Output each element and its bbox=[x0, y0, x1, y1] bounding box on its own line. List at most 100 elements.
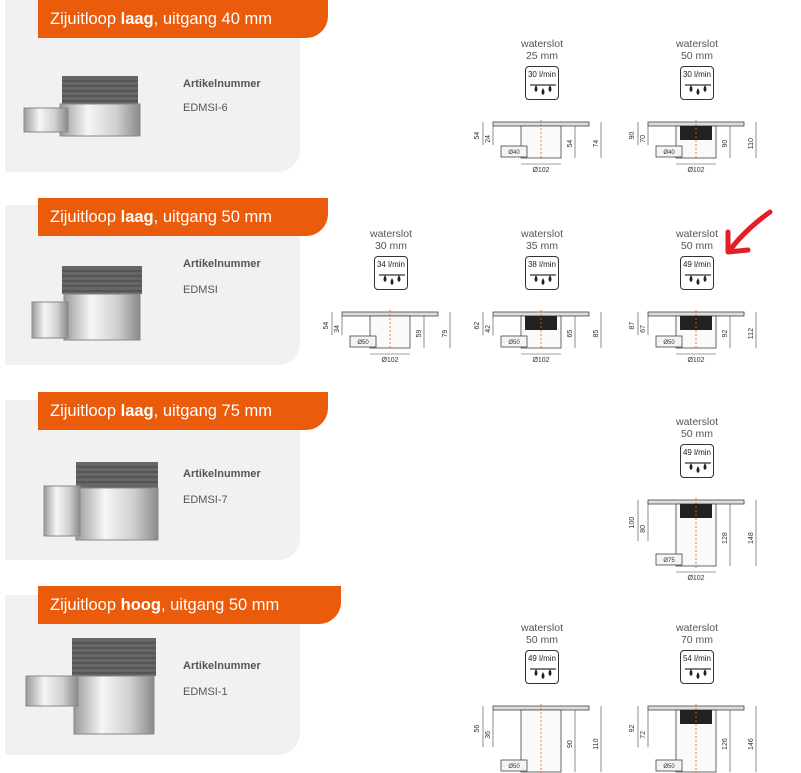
flow-rate: 49 l/min bbox=[527, 654, 556, 663]
dimension: 72 bbox=[640, 731, 647, 739]
dimension: 70 bbox=[640, 135, 647, 143]
waterslot-depth: 50 mm bbox=[680, 240, 714, 252]
flow-rate: 54 l/min bbox=[682, 654, 711, 663]
flow-rate: 38 l/min bbox=[527, 260, 556, 269]
waterslot-depth: 70 mm bbox=[680, 634, 714, 646]
dimension: 54 bbox=[567, 140, 574, 148]
flow-rate-badge: 30 l/min bbox=[680, 66, 714, 100]
water-drops-icon bbox=[530, 668, 556, 679]
artikelnummer-label: Artikelnummer bbox=[183, 468, 261, 480]
dimension: 42 bbox=[485, 325, 492, 333]
waterslot-depth: 25 mm bbox=[525, 50, 559, 62]
pipe-diameter: Ø40 bbox=[663, 150, 675, 156]
dimension: 100 bbox=[629, 517, 636, 529]
pipe-diameter: Ø50 bbox=[508, 764, 520, 770]
dimension: 90 bbox=[629, 132, 636, 140]
waterslot-label: waterslot bbox=[675, 38, 718, 50]
dimension: 110 bbox=[748, 138, 755, 149]
base-diameter: Ø102 bbox=[381, 357, 398, 364]
waterslot-label: waterslot bbox=[675, 416, 718, 428]
flow-rate: 49 l/min bbox=[682, 448, 711, 457]
base-diameter: Ø102 bbox=[687, 357, 704, 364]
dimension: 54 bbox=[474, 132, 481, 140]
dimension: 65 bbox=[567, 330, 574, 338]
section-title: Zijuitloop laag, uitgang 75 mm bbox=[38, 392, 328, 430]
pipe-diameter: Ø50 bbox=[357, 340, 369, 346]
pipe-diameter: Ø50 bbox=[508, 340, 520, 346]
section-title: Zijuitloop laag, uitgang 50 mm bbox=[38, 198, 328, 236]
dimension: 112 bbox=[748, 328, 755, 339]
dimension: 80 bbox=[640, 525, 647, 533]
flow-rate: 30 l/min bbox=[682, 70, 711, 79]
base-diameter: Ø102 bbox=[532, 167, 549, 174]
flow-rate-badge: 54 l/min bbox=[680, 650, 714, 684]
section-title: Zijuitloop hoog, uitgang 50 mm bbox=[38, 586, 341, 624]
pipe-diameter: Ø75 bbox=[663, 558, 675, 564]
artikelnummer-label: Artikelnummer bbox=[183, 660, 261, 672]
flow-rate-badge: 30 l/min bbox=[525, 66, 559, 100]
waterslot-depth: 30 mm bbox=[374, 240, 408, 252]
waterslot-depth: 50 mm bbox=[525, 634, 559, 646]
dimension: 110 bbox=[593, 738, 600, 749]
pipe-diameter: Ø50 bbox=[663, 764, 675, 770]
waterslot-label: waterslot bbox=[675, 228, 718, 240]
base-diameter: Ø102 bbox=[532, 357, 549, 364]
product-image bbox=[25, 638, 156, 735]
base-diameter: Ø102 bbox=[687, 575, 704, 582]
water-drops-icon bbox=[530, 84, 556, 95]
dimension: 34 bbox=[334, 325, 341, 333]
waterslot-label: waterslot bbox=[369, 228, 412, 240]
dimension: 54 bbox=[323, 322, 330, 330]
pipe-diameter: Ø50 bbox=[663, 340, 675, 346]
water-drops-icon bbox=[685, 84, 711, 95]
base-diameter: Ø102 bbox=[687, 167, 704, 174]
flow-rate-badge: 38 l/min bbox=[525, 256, 559, 290]
water-drops-icon bbox=[685, 668, 711, 679]
section-title: Zijuitloop laag, uitgang 40 mm bbox=[38, 0, 328, 38]
flow-rate-badge: 49 l/min bbox=[680, 444, 714, 478]
flow-rate: 34 l/min bbox=[376, 260, 405, 269]
water-drops-icon bbox=[685, 274, 711, 285]
dimension: 59 bbox=[416, 330, 423, 338]
flow-rate-badge: 34 l/min bbox=[374, 256, 408, 290]
technical-drawing: Ø50Ø102563690110 bbox=[474, 704, 602, 773]
dimension: 74 bbox=[593, 140, 600, 148]
water-drops-icon bbox=[530, 274, 556, 285]
artikelnummer-value: EDMSI-7 bbox=[183, 494, 228, 506]
artikelnummer-value: EDMSI-6 bbox=[183, 102, 228, 114]
dimension: 67 bbox=[640, 325, 647, 333]
pipe-diameter: Ø40 bbox=[508, 150, 520, 156]
red-arrow-icon bbox=[725, 209, 773, 255]
artikelnummer-label: Artikelnummer bbox=[183, 258, 261, 270]
dimension: 90 bbox=[722, 140, 729, 148]
dimension: 24 bbox=[485, 135, 492, 143]
waterslot-label: waterslot bbox=[520, 228, 563, 240]
water-drops-icon bbox=[685, 462, 711, 473]
waterslot-depth: 50 mm bbox=[680, 428, 714, 440]
dimension: 92 bbox=[629, 725, 636, 733]
artikelnummer-value: EDMSI bbox=[183, 284, 218, 296]
artikelnummer-label: Artikelnummer bbox=[183, 78, 261, 90]
artikelnummer-value: EDMSI-1 bbox=[183, 686, 228, 698]
waterslot-label: waterslot bbox=[520, 622, 563, 634]
dimension: 126 bbox=[722, 738, 729, 750]
dimension: 62 bbox=[474, 322, 481, 330]
product-image bbox=[31, 266, 142, 341]
dimension: 87 bbox=[629, 322, 636, 330]
flow-rate: 49 l/min bbox=[682, 260, 711, 269]
dimension: 36 bbox=[485, 731, 492, 739]
dimension: 148 bbox=[748, 532, 755, 544]
waterslot-label: waterslot bbox=[675, 622, 718, 634]
waterslot-depth: 50 mm bbox=[680, 50, 714, 62]
dimension: 85 bbox=[593, 330, 600, 338]
waterslot-depth: 35 mm bbox=[525, 240, 559, 252]
dimension: 146 bbox=[748, 738, 755, 750]
waterslot-label: waterslot bbox=[520, 38, 563, 50]
dimension: 128 bbox=[722, 532, 729, 544]
dimension: 90 bbox=[567, 740, 574, 748]
